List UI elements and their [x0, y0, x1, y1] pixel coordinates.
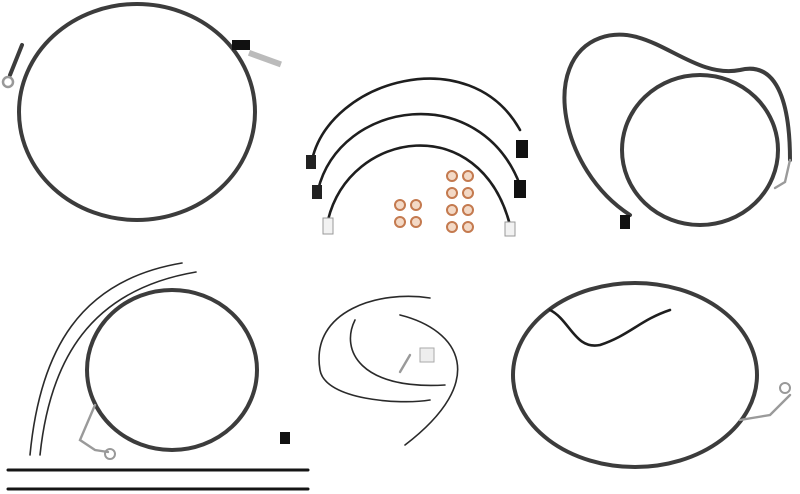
sensor-wire-3 — [399, 314, 459, 446]
steel-fitting — [773, 158, 792, 190]
washer — [446, 187, 458, 199]
washer — [394, 216, 406, 228]
harness-wire-1 — [310, 77, 522, 162]
washer — [446, 204, 458, 216]
eyelet-fitting — [1, 75, 15, 89]
brake-lines-top-right — [562, 32, 792, 229]
washer — [462, 187, 474, 199]
sensor-wire-1 — [318, 295, 431, 403]
brake-line-loop — [511, 281, 759, 469]
steel-fitting — [78, 403, 110, 454]
washer — [446, 221, 458, 233]
cable-ferrule — [232, 40, 250, 50]
connector — [306, 155, 316, 169]
harness-wire-3 — [326, 144, 512, 227]
eyelet-fitting — [779, 382, 791, 394]
hard-line — [548, 308, 672, 347]
clip — [398, 353, 412, 374]
connector — [312, 185, 322, 199]
connector — [516, 140, 528, 158]
harness-wire-2 — [316, 112, 522, 192]
throttle-cable-1 — [29, 262, 183, 456]
washer — [446, 170, 458, 182]
washer — [462, 204, 474, 216]
connector-white — [322, 217, 334, 235]
sensor-wires — [318, 295, 459, 446]
brake-line-loop — [620, 73, 780, 227]
brake-line-loop — [85, 288, 259, 452]
copper-washers — [394, 170, 474, 233]
wiring-harnesses — [306, 77, 528, 237]
steel-fitting — [738, 393, 792, 422]
washer — [410, 199, 422, 211]
connector — [514, 180, 526, 198]
switch-connector — [419, 347, 435, 363]
throttle-cable-2 — [39, 271, 197, 456]
washer — [462, 221, 474, 233]
throttle-cables — [29, 262, 290, 460]
clutch-cable-end — [8, 43, 24, 77]
brake-line-upper — [562, 32, 792, 217]
clutch-cable — [1, 2, 282, 222]
sensor-wire-2 — [349, 319, 446, 387]
connector-white — [504, 221, 516, 237]
adjuster-fitting — [247, 50, 282, 68]
banjo-fitting — [280, 432, 290, 444]
eyelet-fitting — [104, 448, 116, 460]
brake-lines-bottom-right — [511, 281, 792, 469]
washer — [410, 216, 422, 228]
banjo-fitting — [620, 215, 630, 229]
washer — [394, 199, 406, 211]
washer — [462, 170, 474, 182]
clutch-cable-loop — [17, 2, 257, 222]
